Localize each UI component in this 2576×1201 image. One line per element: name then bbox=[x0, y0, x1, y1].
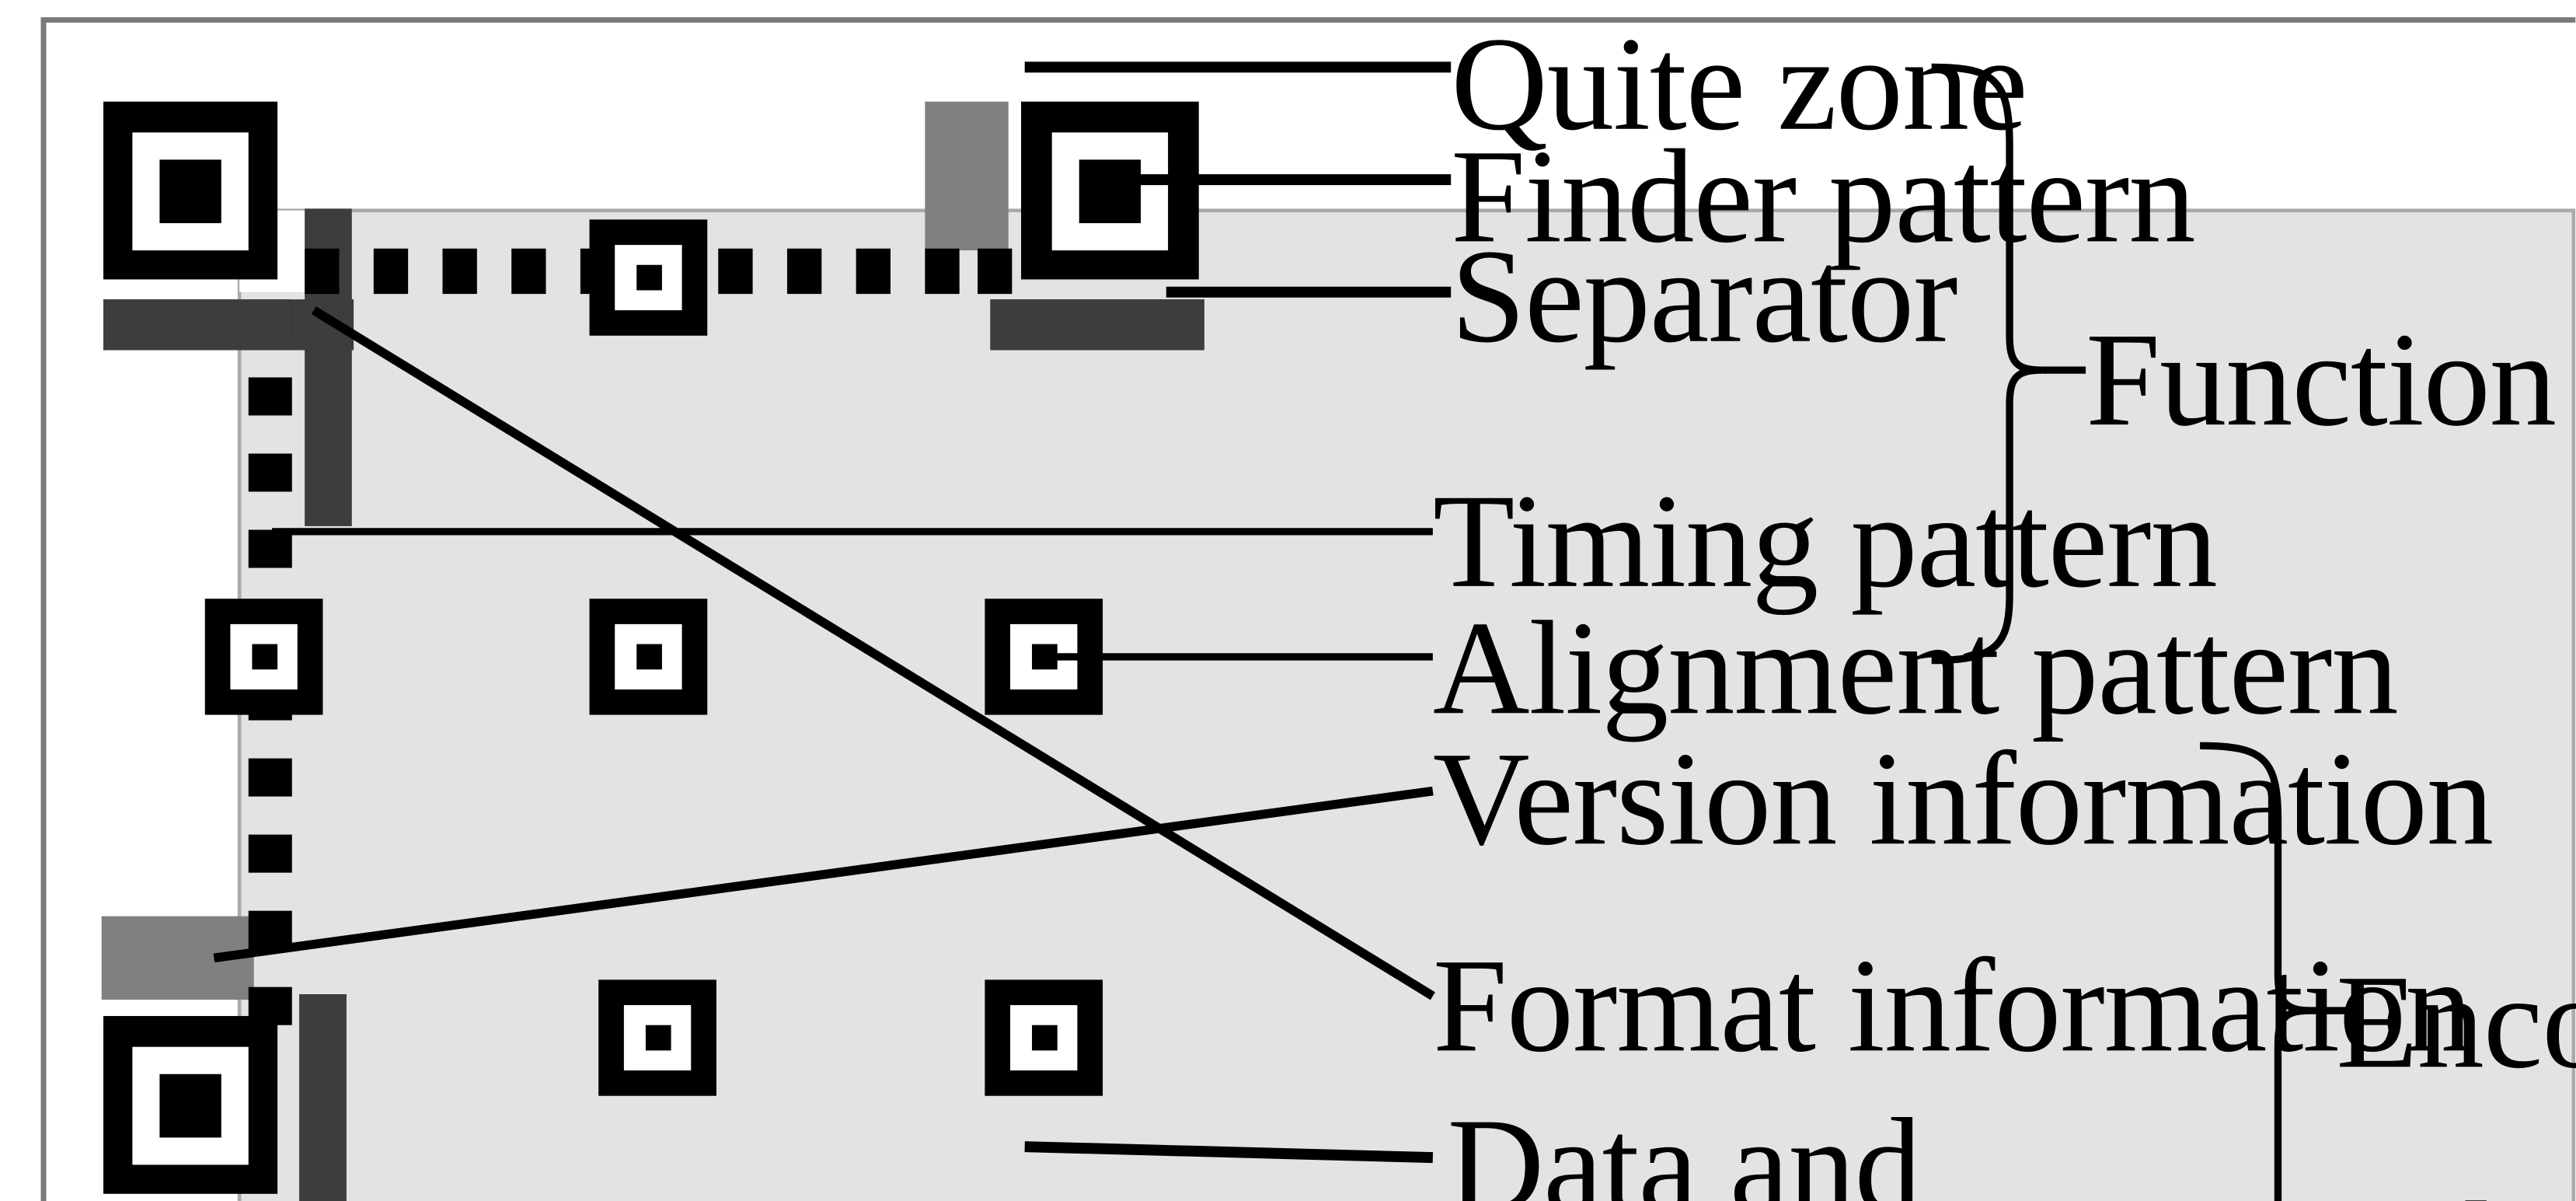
format-information-top-left-horizontal bbox=[103, 299, 292, 351]
label-data-codewords-line2: error correction codewords bbox=[1448, 1183, 2576, 1201]
format-information-bottom-left bbox=[299, 994, 347, 1201]
label-encoding-region: Encoding region bbox=[2336, 948, 2576, 1098]
label-version-information: Version information bbox=[1432, 725, 2494, 875]
label-alignment-pattern: Alignment pattern bbox=[1432, 595, 2399, 744]
finder-pattern-bottom-left bbox=[103, 1016, 278, 1194]
label-quiet-zone: Quite zone bbox=[1451, 11, 2027, 160]
version-information-top-right bbox=[925, 101, 1009, 251]
alignment-pattern-bottom-center bbox=[598, 979, 716, 1096]
label-function-patterns: Function patterns bbox=[2086, 306, 2576, 456]
alignment-pattern-top-center bbox=[589, 219, 708, 336]
label-data-codewords-line1: Data and bbox=[1447, 1092, 1922, 1201]
label-timing-pattern: Timing pattern bbox=[1432, 468, 2218, 617]
alignment-pattern-middle-center bbox=[589, 599, 708, 715]
alignment-pattern-middle-left bbox=[204, 599, 323, 715]
brace-encoding-region bbox=[2200, 742, 2311, 1201]
leader-line-version-information bbox=[213, 786, 1434, 963]
format-information-top-right bbox=[990, 299, 1204, 351]
leader-line-data-codewords bbox=[1024, 1141, 1434, 1164]
finder-pattern-top-right bbox=[1021, 101, 1199, 280]
label-finder-pattern: Finder pattern bbox=[1451, 123, 2195, 273]
alignment-pattern-bottom-right bbox=[985, 979, 1103, 1096]
finder-pattern-top-left bbox=[103, 101, 278, 280]
label-format-information: Format information bbox=[1432, 932, 2473, 1082]
leader-line-format-information bbox=[311, 306, 1435, 1000]
label-separator: Separator bbox=[1451, 223, 1957, 372]
